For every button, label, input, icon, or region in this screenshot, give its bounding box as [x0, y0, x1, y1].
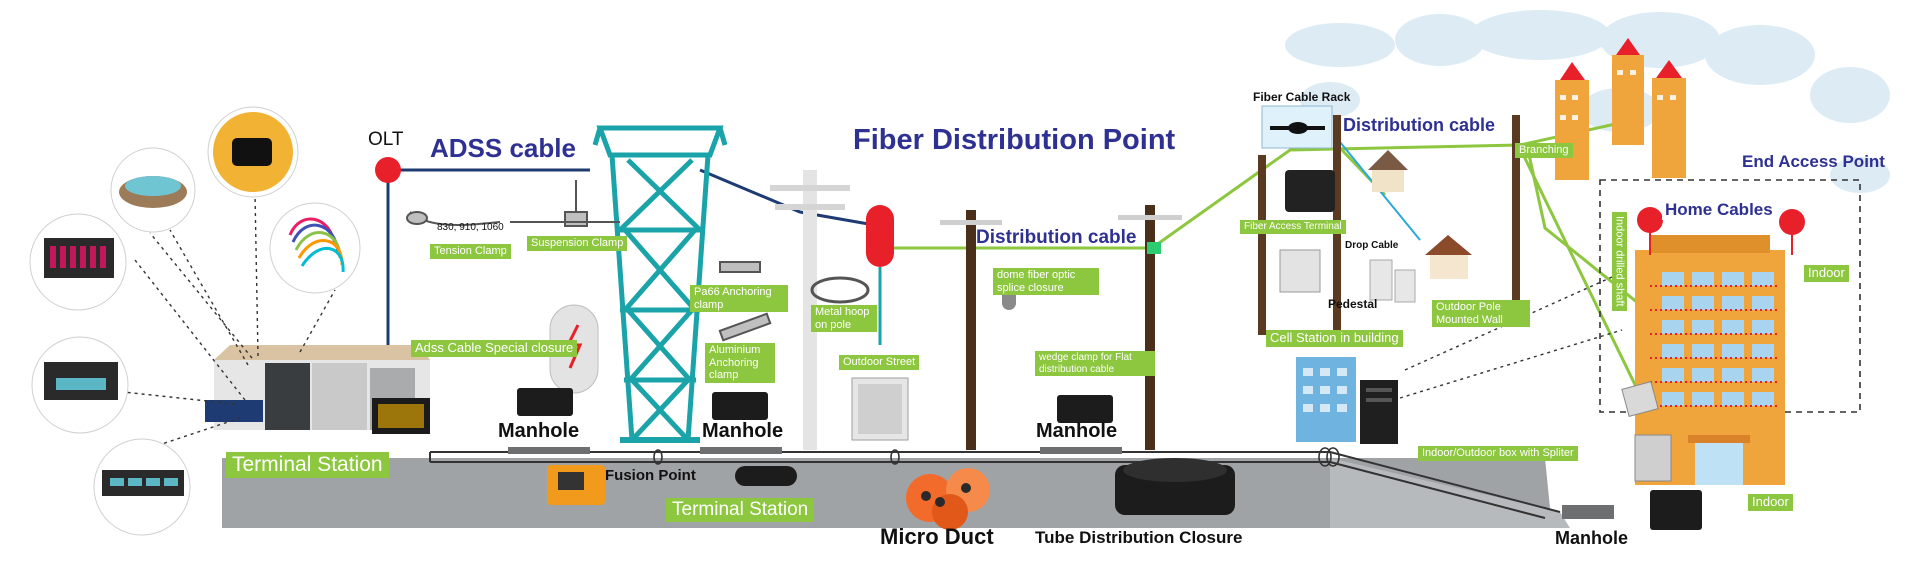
manhole-label-1: Manhole [498, 420, 580, 442]
manhole-label-2: Manhole [702, 420, 784, 442]
fiber-cable-rack-label: Fiber Cable Rack [1253, 90, 1351, 104]
micro-duct-label: Micro Duct [880, 524, 994, 549]
office-building-icon [1296, 357, 1356, 442]
fiber-distribution-point-title: Fiber Distribution Point [853, 124, 1176, 156]
fusion-point-label: Fusion Point [605, 467, 696, 484]
transmission-tower-icon [592, 125, 728, 443]
drop-cable-label: Drop Cable [1345, 240, 1399, 251]
tension-clamp-label: Tension Clamp [430, 244, 511, 259]
terminal-station-mid-label: Terminal Station [666, 498, 815, 522]
indoor-outdoor-box-label: Indoor/Outdoor box with Spliter [1418, 446, 1578, 461]
pa66-clamp-label: Pa66 Anchoring clamp [690, 285, 788, 313]
indoor-drilled-shaft-label: Indoor drilled shaft [1612, 212, 1627, 311]
callout-rack [1399, 329, 1623, 399]
clamp-sizes-label: 830, 910, 1060 [437, 222, 504, 233]
terminal-station-building [205, 345, 430, 434]
olt-label: OLT [368, 129, 404, 150]
aluminium-clamp-label: Aluminium Anchoring clamp [705, 343, 775, 383]
indoor-bottom-label: Indoor [1748, 494, 1793, 511]
distribution-cable-mid-label: Distribution cable [976, 227, 1137, 248]
manhole-label-3: Manhole [1036, 420, 1118, 442]
adss-cable-label: ADSS cable [430, 133, 576, 163]
tube-distribution-closure-label: Tube Distribution Closure [1035, 528, 1243, 547]
dome-closure-label: dome fiber optic splice closure [993, 268, 1099, 296]
access-terminal-icon [1279, 170, 1416, 303]
duct-joints [653, 447, 1340, 467]
end-access-point-title: End Access Point [1742, 152, 1885, 171]
cable-rack-icon [1261, 105, 1333, 149]
server-rack-icon [1360, 380, 1398, 444]
indoor-top-label: Indoor [1804, 265, 1849, 282]
home-cable-nodes [1637, 207, 1805, 255]
manhole-label-4: Manhole [1555, 528, 1629, 548]
manhole-slabs [508, 447, 1122, 454]
manhole-icon [517, 388, 1702, 530]
tube-closure-icon [1115, 458, 1235, 515]
green-splice-box [1147, 242, 1161, 254]
cell-station-label: Cell Station in building [1266, 330, 1403, 347]
micro-duct-icon [906, 468, 990, 530]
end-access-building [1635, 235, 1785, 485]
fiber-access-terminal-label: Fiber Access Terminal [1240, 220, 1346, 234]
branching-label: Branching [1515, 143, 1573, 158]
wedge-clamp-label: wedge clamp for Flat distribution cable [1035, 351, 1155, 376]
fiber-closure-icon [866, 205, 894, 345]
clamp-hardware [406, 180, 870, 342]
equipment-bubbles [29, 106, 361, 536]
outdoor-street-label: Outdoor Street [839, 355, 920, 370]
home-cables-label: Home Cables [1662, 200, 1776, 220]
terminal-station-left-label: Terminal Station [226, 452, 389, 479]
suspension-clamp-label: Suspension Clamp [527, 236, 628, 251]
metal-hoop-label: Metal hoop on pole [811, 305, 877, 333]
street-cabinet-icon [851, 377, 909, 441]
fusion-splicer-icon [547, 465, 797, 505]
distribution-cable-top-label: Distribution cable [1343, 115, 1496, 135]
outdoor-pole-wall-label: Outdoor Pole Mounted Wall [1432, 300, 1530, 328]
house-icon [1368, 150, 1472, 279]
adss-special-closure-label: Adss Cable Special closure [411, 340, 578, 357]
wall-boxes [1562, 380, 1672, 519]
apartment-building-icon [1555, 38, 1686, 180]
pedestal-label: Pedestal [1328, 297, 1378, 311]
olt-node-icon [375, 157, 401, 183]
callout-lines [104, 192, 336, 453]
